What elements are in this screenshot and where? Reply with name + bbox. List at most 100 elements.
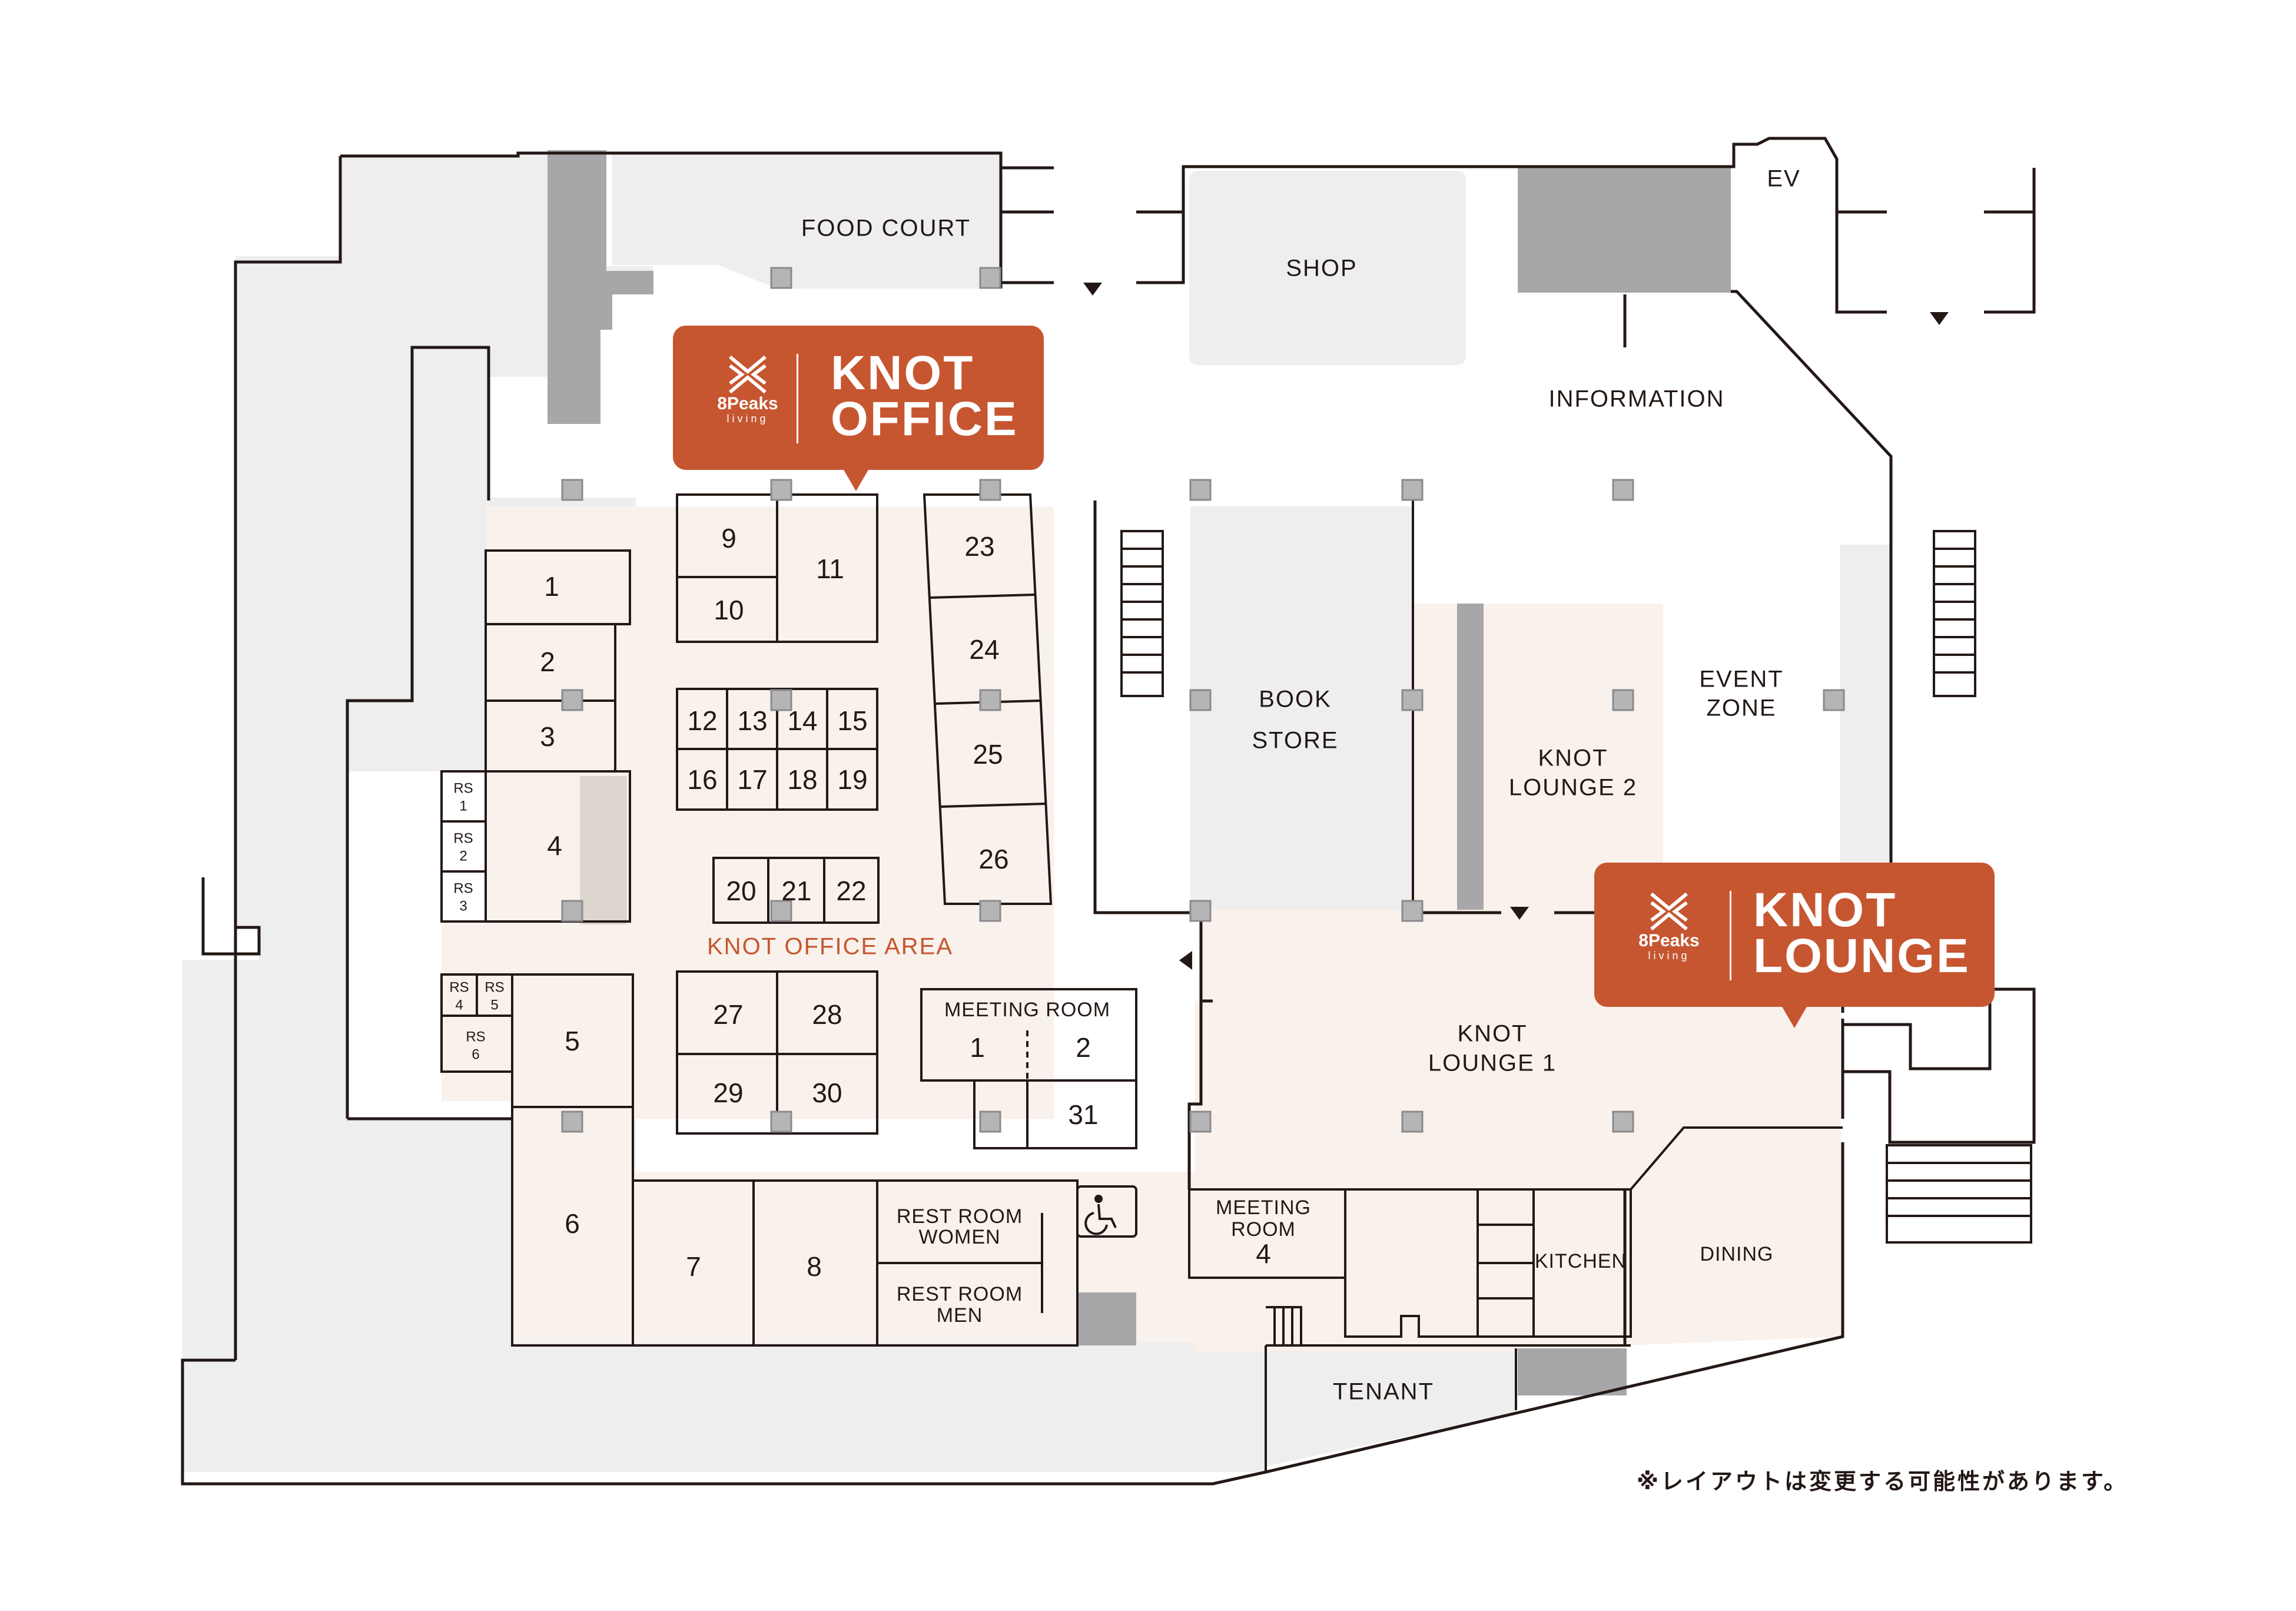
knot-lounge2-label: KNOT	[1538, 745, 1608, 771]
badge-pointer	[1781, 1006, 1807, 1028]
entrance-arrow-icon	[1083, 283, 1949, 970]
badge-title-line1: KNOT	[831, 346, 975, 400]
badge-title: KNOT OFFICE	[831, 346, 1018, 446]
meeting-room-1: 1	[970, 1032, 985, 1063]
rs-labels: RS 1 RS 2 RS 3 RS 4 RS 5 RS 6	[449, 780, 504, 1062]
badge-title-line2: LOUNGE	[1753, 929, 1970, 983]
meeting-room-2: 2	[1076, 1032, 1091, 1063]
room-1: 1	[544, 571, 559, 602]
room-21: 21	[781, 876, 811, 906]
room-13: 13	[737, 705, 767, 736]
badge-title-line1: KNOT	[1753, 883, 1897, 937]
room-29: 29	[713, 1078, 743, 1108]
food-court-label: FOOD COURT	[801, 216, 971, 241]
pillars	[561, 267, 1845, 1133]
stairs-icon	[1120, 530, 2032, 1345]
walls	[181, 137, 2036, 1486]
room-12: 12	[687, 705, 717, 736]
knot-lounge-badge[interactable]: 8Peaks living KNOT LOUNGE	[1594, 863, 1995, 1028]
knot-office-area-label: KNOT OFFICE AREA	[707, 934, 953, 960]
room-20: 20	[726, 876, 756, 906]
knot-lounge2-label-2: LOUNGE 2	[1509, 775, 1637, 801]
peaks-mark-icon	[1650, 892, 1688, 931]
room-15: 15	[837, 705, 867, 736]
rs-2-label: RS	[453, 830, 473, 846]
rs-4-label: RS	[449, 979, 469, 995]
badge-pointer	[843, 469, 869, 491]
room-31: 31	[1068, 1099, 1098, 1130]
room-23: 23	[964, 531, 994, 562]
area-labels: FOOD COURT SHOP EV INFORMATION BOOK STOR…	[707, 166, 1800, 1405]
rs-6-number: 6	[472, 1046, 479, 1062]
rs-3-number: 3	[459, 898, 467, 914]
room-25: 25	[973, 739, 1003, 770]
room-2: 2	[540, 647, 555, 677]
room-8: 8	[807, 1251, 822, 1282]
dining-label: DINING	[1700, 1243, 1774, 1265]
rest-room-women-label-2: WOMEN	[918, 1226, 1000, 1248]
room-28: 28	[812, 999, 842, 1030]
information-label: INFORMATION	[1548, 386, 1724, 412]
event-zone-label: EVENT	[1699, 667, 1783, 692]
room-26: 26	[978, 844, 1008, 874]
badge-title: KNOT LOUNGE	[1753, 883, 1970, 983]
knot-office-badge[interactable]: 8Peaks living KNOT OFFICE	[673, 326, 1044, 491]
room-numbers: 1 2 3 4 5 6 7 8 9 10 11 12 13 14 15 16 1…	[540, 523, 1098, 1282]
shafts	[548, 150, 1731, 1395]
room-10: 10	[714, 595, 744, 625]
rest-room-men-label-2: MEN	[937, 1304, 983, 1327]
shop-label: SHOP	[1286, 256, 1357, 281]
rs-5-label: RS	[485, 979, 504, 995]
brand-sub: living	[1648, 950, 1690, 962]
book-store-label-2: STORE	[1252, 728, 1338, 754]
room-9: 9	[721, 523, 736, 553]
room-17: 17	[737, 764, 767, 795]
rs-4-number: 4	[455, 997, 463, 1013]
badge-divider	[797, 354, 798, 443]
room-14: 14	[787, 705, 817, 736]
layout-change-note: ※レイアウトは変更する可能性があります。	[1637, 1469, 2129, 1494]
room-22: 22	[836, 876, 866, 906]
room-24: 24	[969, 634, 999, 665]
8peaks-logo: 8Peaks living	[1631, 891, 1707, 962]
badge-title-line2: OFFICE	[831, 392, 1018, 446]
room-5: 5	[565, 1026, 580, 1056]
8peaks-logo: 8Peaks living	[709, 354, 786, 425]
brand-name: 8Peaks	[1638, 931, 1700, 950]
rs-2-number: 2	[459, 848, 467, 864]
common-areas	[183, 154, 1890, 1472]
room-19: 19	[837, 764, 867, 795]
badge-divider	[1730, 891, 1731, 980]
room-18: 18	[787, 764, 817, 795]
rs-6-label: RS	[466, 1029, 485, 1045]
brand-sub: living	[726, 413, 769, 425]
ev-label: EV	[1767, 166, 1800, 192]
room-6: 6	[565, 1208, 580, 1239]
meeting-room-4-label-2: ROOM	[1231, 1218, 1296, 1241]
rs-1-label: RS	[453, 780, 473, 796]
rs-3-label: RS	[453, 880, 473, 896]
rs-1-number: 1	[459, 798, 467, 814]
meeting-room-4-number: 4	[1256, 1238, 1271, 1269]
room-11: 11	[816, 553, 844, 584]
room-30: 30	[812, 1078, 842, 1108]
wheelchair-icon	[1084, 1195, 1117, 1235]
knot-lounge1-label-2: LOUNGE 1	[1428, 1050, 1557, 1076]
room-27: 27	[713, 999, 743, 1030]
meeting-room-label: MEETING ROOM	[944, 999, 1110, 1021]
brand-name: 8Peaks	[717, 394, 778, 413]
room-4: 4	[547, 830, 562, 861]
knot-areas	[442, 506, 1843, 1351]
kitchen-label: KITCHEN	[1535, 1250, 1627, 1272]
meeting-room-4-label: MEETING	[1216, 1196, 1311, 1219]
room-16: 16	[687, 764, 717, 795]
rs-5-number: 5	[490, 997, 498, 1013]
event-zone-label-2: ZONE	[1706, 695, 1776, 721]
room-3: 3	[540, 721, 555, 752]
room-7: 7	[686, 1251, 701, 1282]
rest-room-men-label: REST ROOM	[897, 1283, 1023, 1305]
rest-room-women-label: REST ROOM	[897, 1205, 1023, 1228]
knot-lounge1-label: KNOT	[1457, 1021, 1527, 1047]
tenant-label: TENANT	[1333, 1379, 1434, 1405]
